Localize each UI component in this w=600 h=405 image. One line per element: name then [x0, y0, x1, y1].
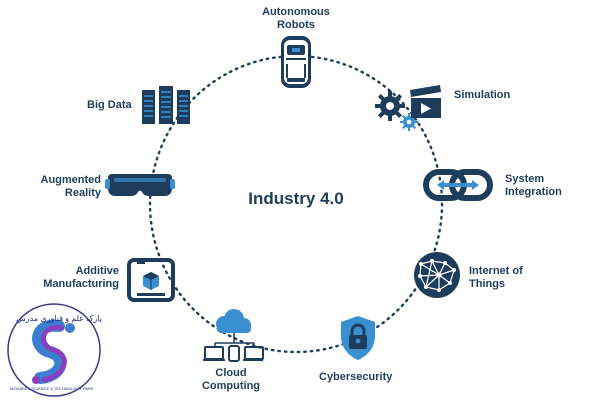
vr-headset-icon	[105, 174, 175, 196]
diagram-title: Industry 4.0	[248, 189, 344, 208]
node-label-additive-manufacturing: Additive Manufacturing	[43, 265, 119, 290]
node-label-augmented-reality: Augmented Reality	[40, 174, 102, 199]
node-label-system-integration: System Integration	[505, 173, 562, 198]
park-logo-icon	[7, 303, 101, 397]
dotted-ring	[148, 54, 444, 354]
logo: پارک علم و فناوری مدرس MODARES SCIENCE &…	[4, 300, 104, 400]
node-label-big-data: Big Data	[87, 99, 132, 111]
cloud-devices-icon	[203, 309, 264, 362]
node-label-internet-of-things: Internet of Things	[469, 265, 523, 290]
logo-text-top: پارک علم و فناوری مدرس	[16, 314, 102, 323]
node-label-autonomous-robots: Autonomous Robots	[262, 6, 330, 31]
logo-text-bottom: MODARES SCIENCE & TECHNOLOGY PARK	[10, 386, 94, 391]
server-icon	[142, 86, 190, 124]
3d-printer-icon	[127, 258, 175, 302]
node-label-cloud-computing: Cloud Computing	[201, 367, 261, 392]
network-globe-icon	[414, 252, 460, 298]
chain-link-icon	[423, 169, 493, 201]
car-icon	[281, 36, 311, 88]
node-label-cybersecurity: Cybersecurity	[319, 371, 393, 383]
shield-lock-icon	[341, 316, 375, 360]
node-label-simulation: Simulation	[454, 89, 511, 101]
gears-clapper-icon	[375, 85, 441, 131]
